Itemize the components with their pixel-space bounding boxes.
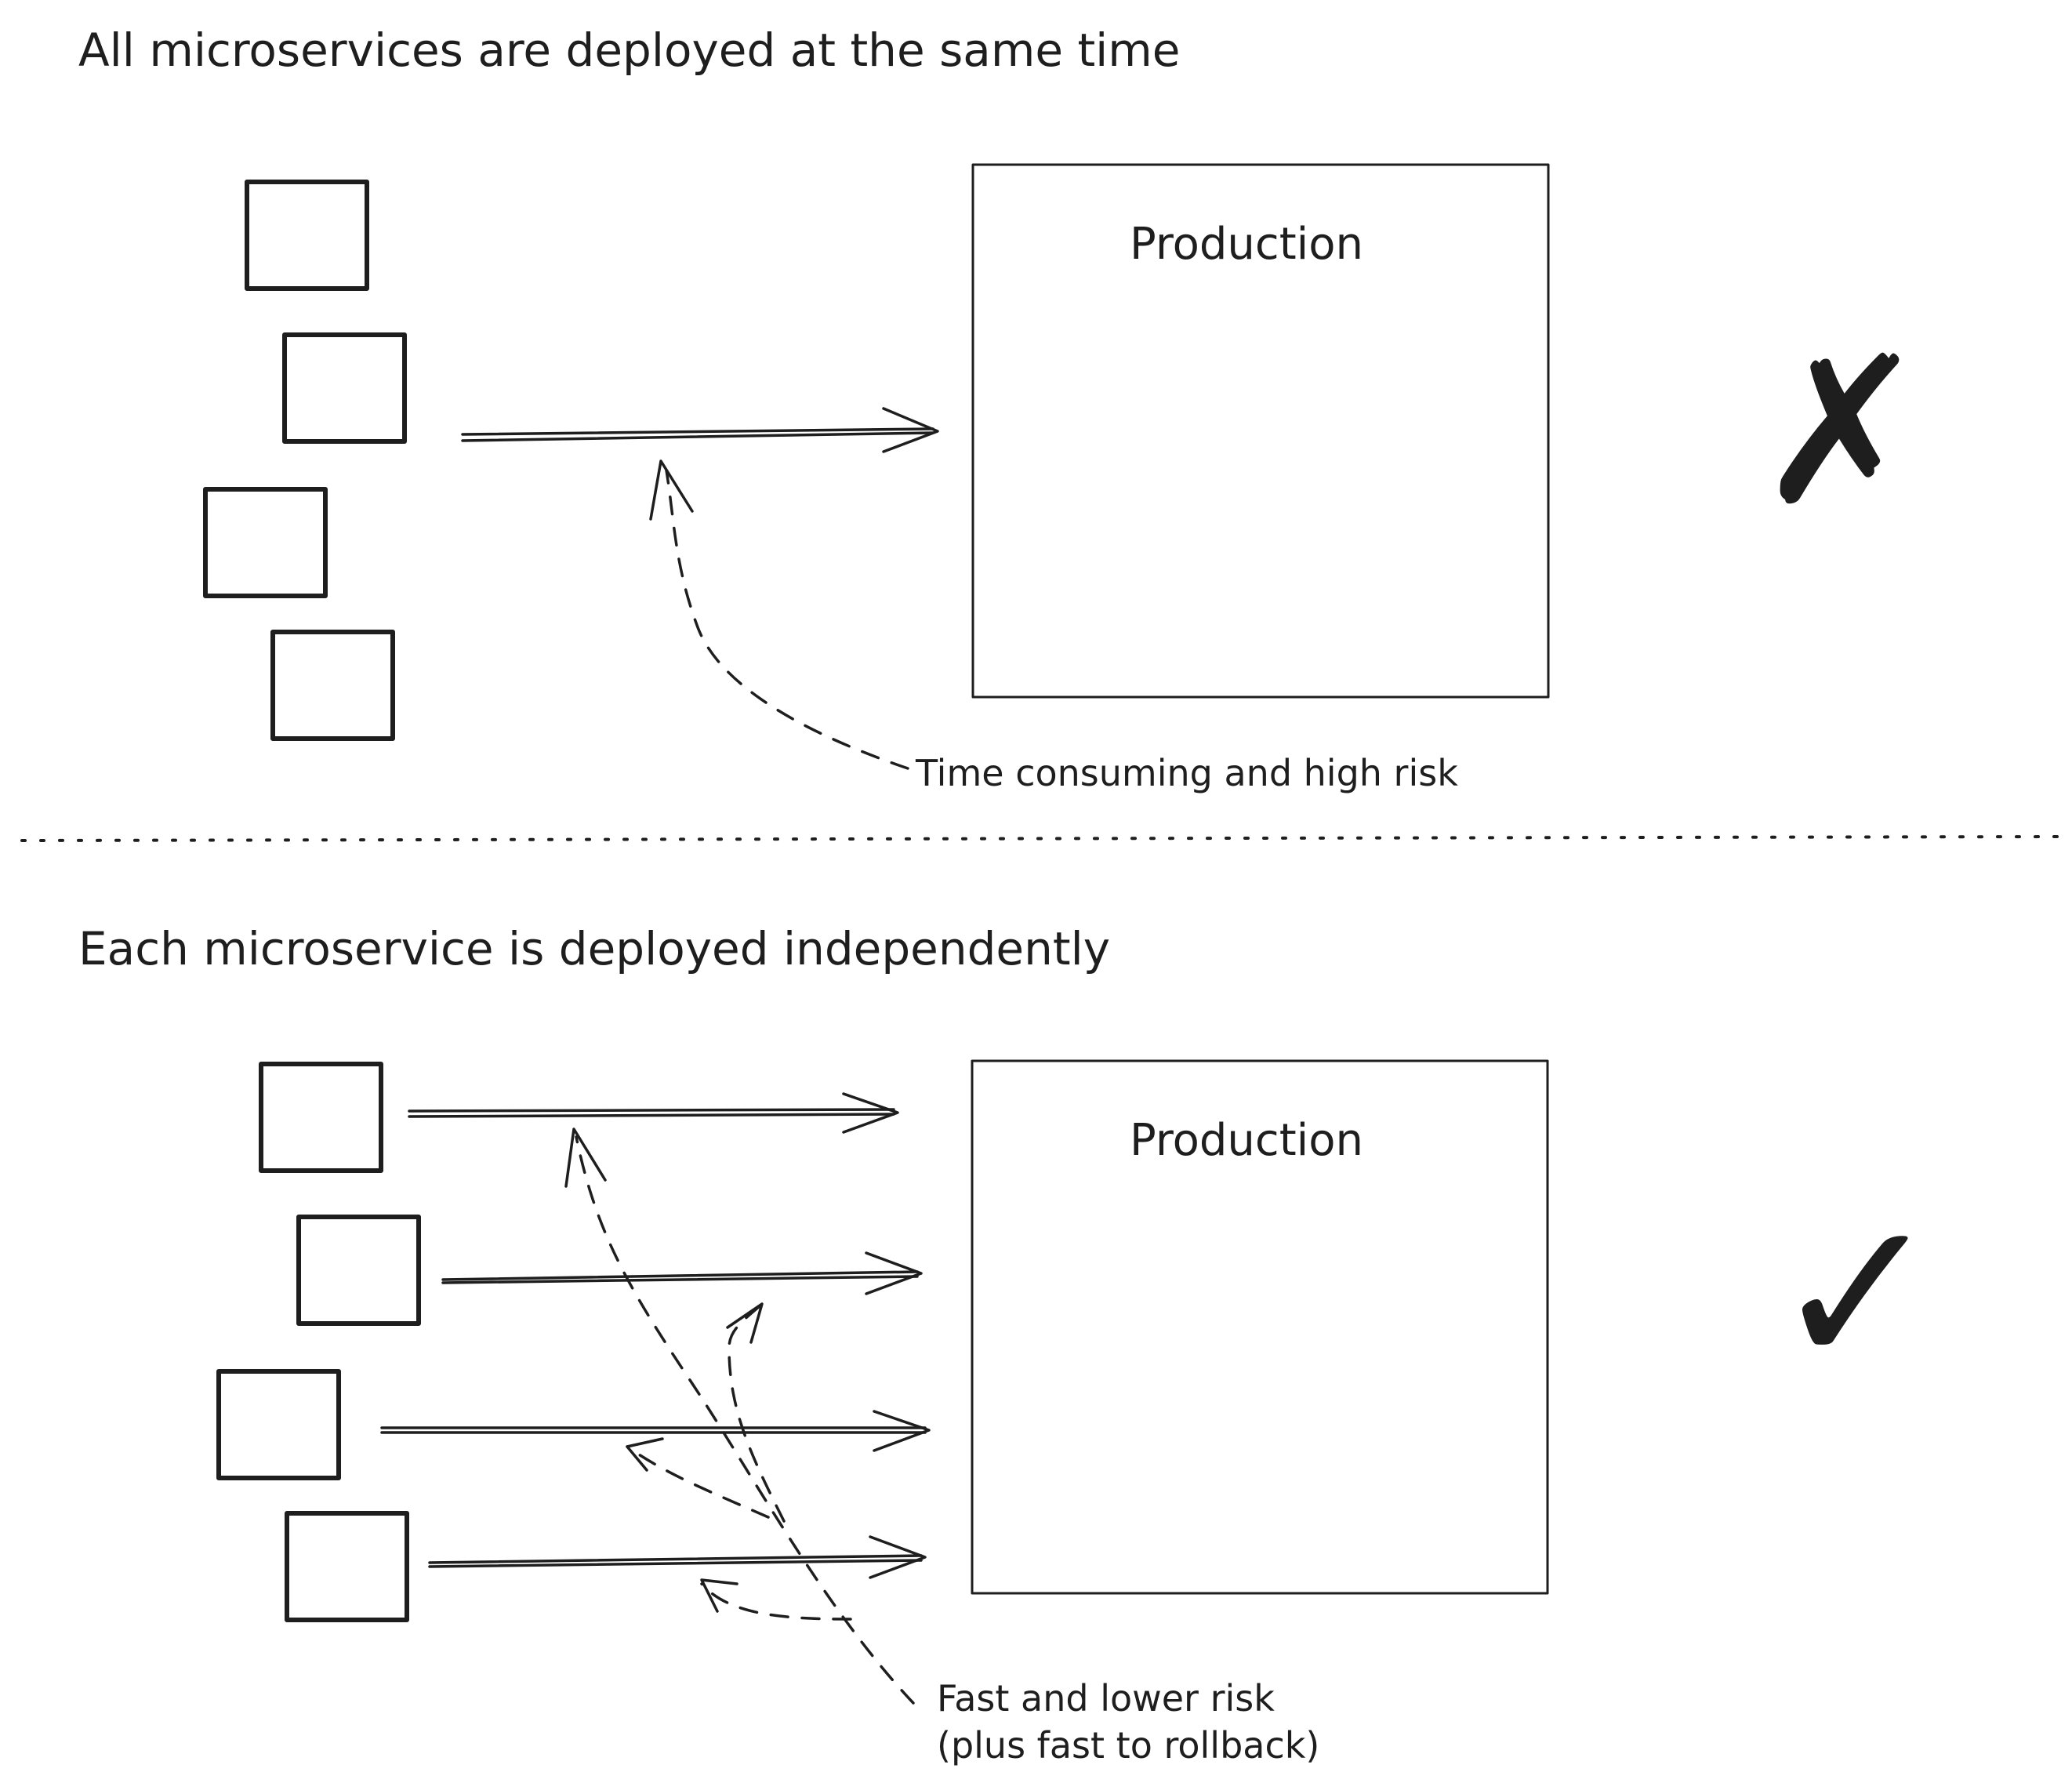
checkmark-icon: ✓ bbox=[1772, 1176, 1943, 1413]
production-label: Production bbox=[1130, 219, 1363, 270]
service-box bbox=[216, 1369, 341, 1480]
deploy-all-arrow bbox=[461, 407, 939, 453]
service-box bbox=[296, 1215, 421, 1326]
top-section: All microservices are deployed at the sa… bbox=[78, 24, 1927, 794]
top-section-title: All microservices are deployed at the sa… bbox=[78, 24, 1180, 77]
cross-icon: ✗ bbox=[1756, 314, 1927, 550]
top-services bbox=[203, 180, 407, 741]
service-box bbox=[245, 180, 369, 291]
benefit-annotation-line-1: Fast and lower risk bbox=[937, 1677, 1275, 1719]
risk-annotation: Time consuming and high risk bbox=[915, 752, 1458, 794]
service-box bbox=[259, 1062, 383, 1173]
deploy-arrow-1 bbox=[408, 1092, 899, 1134]
risk-pointer-arrow bbox=[649, 459, 909, 770]
bottom-section: Each microservice is deployed independen… bbox=[78, 922, 1943, 1767]
production-box bbox=[971, 163, 1550, 699]
deploy-arrow-3 bbox=[380, 1410, 931, 1452]
bottom-section-title: Each microservice is deployed independen… bbox=[78, 922, 1110, 975]
deploy-arrow-2 bbox=[441, 1251, 923, 1295]
production-box bbox=[971, 1059, 1549, 1595]
production-label: Production bbox=[1130, 1115, 1363, 1166]
benefit-annotation-line-2: (plus fast to rollback) bbox=[937, 1724, 1319, 1767]
section-divider bbox=[20, 835, 2065, 842]
deploy-arrow-4 bbox=[428, 1535, 927, 1579]
annotation-pointer-arrows bbox=[564, 1128, 915, 1705]
service-box bbox=[282, 332, 407, 444]
service-box bbox=[203, 487, 328, 598]
service-box bbox=[270, 630, 395, 741]
service-box bbox=[285, 1511, 409, 1622]
bottom-services bbox=[216, 1062, 421, 1622]
